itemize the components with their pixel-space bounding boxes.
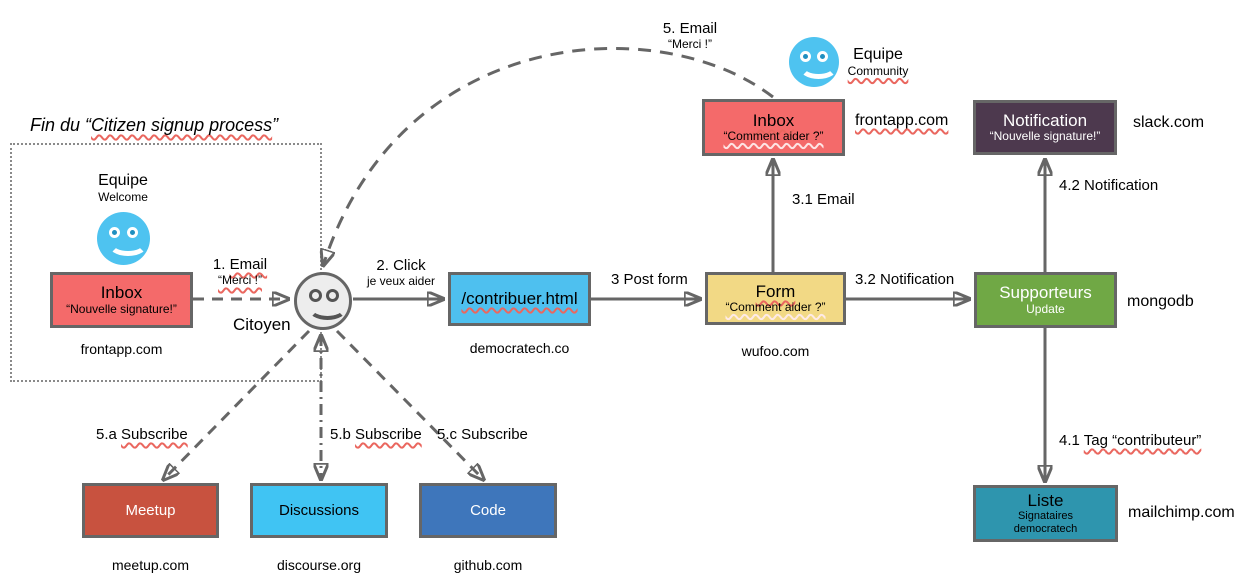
- domain-wufoo: wufoo.com: [741, 343, 810, 359]
- node-form-subtitle: “Comment aider ?”: [725, 300, 826, 315]
- node-form: Form “Comment aider ?”: [705, 272, 846, 325]
- node-supporteurs: Supporteurs Update: [974, 272, 1117, 328]
- arrow-5-email-arc: [323, 46, 774, 266]
- edge-5b-subscribe-label: 5.b Subscribe: [330, 426, 422, 443]
- citizen-smiley-icon: [294, 272, 352, 330]
- node-inbox-welcome-title: Inbox: [100, 283, 143, 303]
- domain-frontapp-welcome: frontapp.com: [80, 341, 163, 357]
- team-community-title: Equipe: [853, 46, 903, 63]
- team-community-name: Community: [847, 63, 909, 78]
- edge-1-num: 1.: [212, 256, 230, 273]
- smiley-mouth: [108, 232, 148, 256]
- node-meetup: Meetup: [82, 483, 219, 538]
- arrow-5c-subscribe: [335, 329, 484, 480]
- domain-mongodb: mongodb: [1127, 293, 1194, 310]
- node-inbox-community-subtitle: “Comment aider ?”: [723, 129, 824, 144]
- edge-5-line2: “Merci !”: [668, 37, 712, 51]
- citizen-label: Citoyen: [233, 315, 291, 334]
- node-discussions: Discussions: [250, 483, 388, 538]
- edge-5a-num: 5.a: [96, 426, 122, 443]
- smiley-pupil: [112, 230, 117, 235]
- team-welcome-label: Equipe Welcome: [63, 172, 183, 204]
- node-code: Code: [419, 483, 557, 538]
- edge-2-line2: je veux aider: [366, 274, 436, 288]
- node-inbox-community-title: Inbox: [752, 110, 795, 130]
- node-liste-subtitle: Signataires: [1017, 510, 1074, 523]
- edge-5-line1: 5. Email: [662, 20, 718, 37]
- domain-meetup: meetup.com: [111, 557, 190, 573]
- team-welcome-smiley-icon: [97, 212, 150, 265]
- smiley-pupil: [803, 54, 808, 59]
- edge-4-1-word: Tag “contributeur”: [1083, 432, 1202, 449]
- node-supporteurs-subtitle: Update: [1026, 301, 1065, 316]
- edge-4-1-num: 4.1: [1059, 432, 1084, 449]
- node-form-title: Form: [755, 281, 796, 301]
- edge-4-1-tag-label: 4.1 Tag “contributeur”: [1059, 432, 1201, 449]
- smiley-mouth: [799, 55, 838, 79]
- domain-slack: slack.com: [1133, 114, 1205, 131]
- team-community-label: Equipe Community: [838, 46, 918, 78]
- edge-5b-num: 5.b: [330, 426, 356, 443]
- edge-5c-subscribe-label: 5.c Subscribe: [437, 426, 528, 443]
- node-liste-subtitle2: democratech: [1013, 523, 1078, 536]
- smiley-mouth: [308, 297, 347, 320]
- edge-3-2-notification-label: 3.2 Notification: [855, 271, 955, 288]
- group-title: Fin du “Citizen signup process”: [30, 115, 278, 136]
- edge-3-post-form-label: 3 Post form: [611, 271, 688, 288]
- edge-2-click-label: 2. Click je veux aider: [361, 257, 441, 288]
- group-title-main: Citizen signup process: [91, 115, 273, 135]
- domain-mailchimp: mailchimp.com: [1128, 504, 1235, 521]
- node-supporteurs-title: Supporteurs: [999, 283, 1092, 303]
- domain-github: github.com: [453, 557, 523, 573]
- domain-discourse: discourse.org: [276, 557, 362, 573]
- edge-3-1-email-label: 3.1 Email: [792, 191, 855, 208]
- node-meetup-title: Meetup: [125, 501, 176, 519]
- node-contribuer: /contribuer.html: [448, 272, 591, 326]
- node-liste-title: Liste: [1027, 490, 1064, 510]
- edge-5b-word: Subscribe: [355, 426, 422, 443]
- team-community-smiley-icon: [789, 37, 839, 87]
- edge-5-email-label: 5. Email “Merci !”: [640, 20, 740, 51]
- node-discussions-title: Discussions: [278, 501, 360, 519]
- team-welcome-name: Welcome: [98, 189, 148, 204]
- node-inbox-welcome-subtitle: “Nouvelle signature!”: [66, 301, 177, 316]
- edge-4-2-notification-label: 4.2 Notification: [1059, 177, 1159, 194]
- edge-1-word: Email: [229, 256, 268, 273]
- edge-5a-word: Subscribe: [121, 426, 188, 443]
- node-code-title: Code: [470, 501, 506, 519]
- edge-5a-subscribe-label: 5.a Subscribe: [96, 426, 188, 443]
- domain-democratech: democratech.co: [469, 340, 570, 356]
- node-inbox-community: Inbox “Comment aider ?”: [702, 99, 845, 156]
- node-liste: Liste Signataires democratech: [973, 485, 1118, 542]
- node-notification-title: Notification: [1002, 110, 1088, 130]
- node-contribuer-title: /contribuer.html: [461, 289, 578, 309]
- edge-1-email-label: 1. Email “Merci !”: [195, 256, 285, 287]
- node-notification: Notification “Nouvelle signature!”: [973, 100, 1117, 155]
- edge-2-line1: 2. Click: [376, 257, 426, 274]
- domain-frontapp-community: frontapp.com: [855, 112, 949, 129]
- group-title-suffix: ”: [272, 115, 279, 135]
- team-welcome-title: Equipe: [98, 172, 148, 189]
- edge-1-quote: “Merci !”: [218, 273, 262, 287]
- node-inbox-welcome: Inbox “Nouvelle signature!”: [50, 272, 193, 328]
- node-notification-subtitle: “Nouvelle signature!”: [989, 129, 1101, 144]
- arrow-5a-subscribe: [163, 329, 311, 480]
- group-title-prefix: Fin du “: [30, 115, 92, 135]
